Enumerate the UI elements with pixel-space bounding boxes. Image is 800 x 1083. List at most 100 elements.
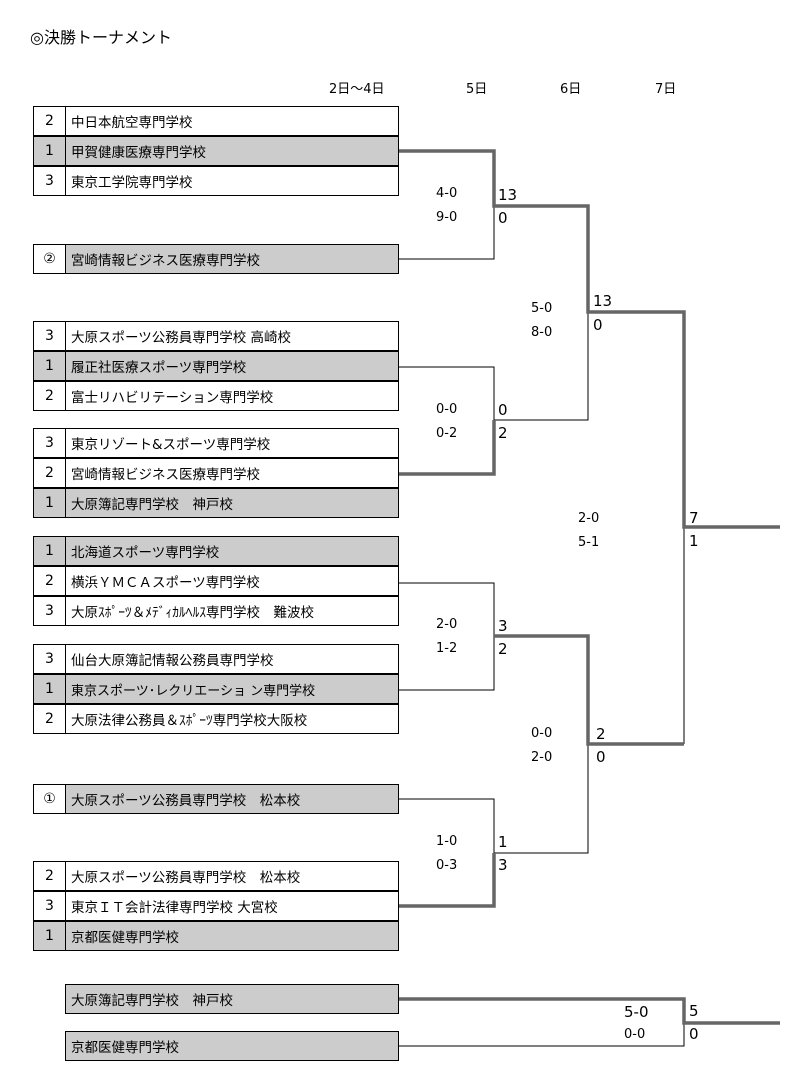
team-row: 1 甲賀健康医療専門学校 [33,136,399,166]
team-name: 中日本航空専門学校 [71,115,193,131]
team-name: 履正社医療スポーツ専門学校 [71,360,247,376]
team-row: 1 京都医健専門学校 [33,921,399,951]
half-score: 0-0 [436,402,458,417]
team-name: 大原ｽﾎﾟｰﾂ＆ﾒﾃﾞｨｶﾙﾍﾙｽ専門学校 難波校 [71,605,314,621]
total-score: 7 [689,509,699,527]
team-name: 宮崎情報ビジネス医療専門学校 [71,253,260,269]
team-name: 北海道スポーツ専門学校 [71,545,220,561]
team-row: 3 東京ＩＴ会計法律専門学校 大宮校 [33,891,399,921]
team-name: 大原簿記専門学校 神戸校 [71,497,233,513]
team-row: 3 東京工学院専門学校 [33,166,399,196]
total-score: 0 [689,1025,699,1043]
bracket-line [399,420,496,476]
half-score: 0-0 [624,1027,646,1042]
team-row: 1 大原簿記専門学校 神戸校 [33,488,399,518]
half-score: 5-0 [624,1003,649,1021]
team-row: 3 大原スポーツ公務員専門学校 高崎校 [33,321,399,351]
team-name: 東京ＩＴ会計法律専門学校 大宮校 [71,900,278,916]
team-name: 宮崎情報ビジネス医療専門学校 [71,467,260,483]
team-row: ② 宮崎情報ビジネス医療専門学校 [33,244,399,274]
rank-cell: 1 [34,922,66,950]
rank-cell: 3 [34,429,66,457]
rank-cell: 1 [34,537,66,565]
team-row: 3 東京リゾート&スポーツ専門学校 [33,428,399,458]
team-name: 京都医健専門学校 [71,1040,179,1056]
rank-cell: 2 [34,705,66,733]
total-score: 2 [498,424,508,442]
rank-cell: 3 [34,167,66,195]
half-score: 9-0 [436,210,458,225]
rank-cell: 1 [34,137,66,165]
rank-cell: 1 [34,489,66,517]
half-score: 2-0 [578,511,600,526]
team-name: 大原スポーツ公務員専門学校 松本校 [71,870,301,886]
bracket-line [399,312,589,421]
team-name: 大原スポーツ公務員専門学校 松本校 [71,793,301,809]
total-score: 3 [498,856,508,874]
team-row: 1 東京スポーツ･レクリエーショ ン専門学校 [33,674,399,704]
team-row: 2 大原スポーツ公務員専門学校 松本校 [33,861,399,891]
rank-cell: 2 [34,567,66,595]
rank-cell: 2 [34,862,66,890]
team-name: 富士リハビリテーション専門学校 [71,390,274,406]
bracket-line [399,997,780,1025]
total-score: 13 [498,186,518,204]
team-name: 大原スポーツ公務員専門学校 高崎校 [71,330,292,346]
bracket-line [399,206,495,260]
half-score: 2-0 [436,617,458,632]
bracket-line [399,149,780,529]
team-row: 2 横浜ＹＭＣＡスポーツ専門学校 [33,566,399,596]
team-row: 3 大原ｽﾎﾟｰﾂ＆ﾒﾃﾞｨｶﾙﾍﾙｽ専門学校 難波校 [33,596,399,626]
half-score: 1-0 [436,834,458,849]
half-score: 5-1 [578,535,600,550]
third-place-row: 大原簿記専門学校 神戸校 [65,984,399,1014]
team-row: 2 中日本航空専門学校 [33,106,399,136]
team-row: 2 大原法律公務員＆ｽﾎﾟｰﾂ専門学校大阪校 [33,704,399,734]
team-name: 仙台大原簿記情報公務員専門学校 [71,653,274,669]
half-score: 1-2 [436,641,458,656]
total-score: 3 [498,617,508,635]
total-score: 0 [596,748,606,766]
team-row: 1 履正社医療スポーツ専門学校 [33,351,399,381]
day-header-1: 2日～4日 [329,82,385,97]
total-score: 1 [498,833,508,851]
rank-cell: 2 [34,382,66,410]
rank-cell: ② [34,245,66,273]
rank-cell: 1 [34,675,66,703]
team-name: 大原法律公務員＆ｽﾎﾟｰﾂ専門学校大阪校 [71,713,308,729]
rank-cell: 1 [34,352,66,380]
team-name: 東京リゾート&スポーツ専門学校 [71,437,271,453]
half-score: 2-0 [531,750,553,765]
rank-cell: 2 [34,107,66,135]
day-header-4: 7日 [655,82,677,97]
bracket-line [399,744,589,854]
day-header-2: 5日 [466,82,488,97]
team-row: 2 富士リハビリテーション専門学校 [33,381,399,411]
page-title: ◎決勝トーナメント [30,28,172,47]
third-place-row: 京都医健専門学校 [65,1031,399,1061]
total-score: 1 [689,532,699,550]
total-score: 2 [498,640,508,658]
half-score: 5-0 [531,301,553,316]
half-score: 0-0 [531,726,553,741]
team-name: 大原簿記専門学校 神戸校 [71,993,233,1009]
day-header-3: 6日 [560,82,582,97]
total-score: 5 [689,1002,699,1020]
half-score: 0-3 [436,858,458,873]
team-name: 甲賀健康医療専門学校 [71,145,206,161]
total-score: 0 [498,209,508,227]
rank-cell: ① [34,785,66,813]
half-score: 4-0 [436,186,458,201]
team-name: 横浜ＹＭＣＡスポーツ専門学校 [71,575,260,591]
team-row: 2 宮崎情報ビジネス医療専門学校 [33,458,399,488]
bracket-line [494,634,684,746]
rank-cell: 3 [34,597,66,625]
team-name: 東京スポーツ･レクリエーショ ン専門学校 [71,683,316,699]
half-score: 8-0 [531,325,553,340]
team-name: 東京工学院専門学校 [71,175,193,191]
rank-cell: 2 [34,459,66,487]
team-row: 1 北海道スポーツ専門学校 [33,536,399,566]
half-score: 0-2 [436,426,458,441]
team-row: ① 大原スポーツ公務員専門学校 松本校 [33,784,399,814]
